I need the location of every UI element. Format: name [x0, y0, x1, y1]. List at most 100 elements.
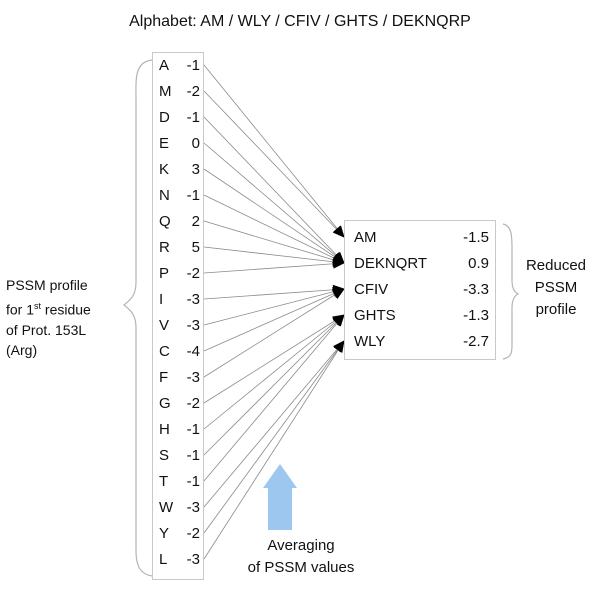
- pssm-value: -1: [186, 447, 200, 464]
- pssm-value: 5: [191, 239, 200, 256]
- mapping-arrow: [203, 340, 345, 534]
- pssm-value: -2: [186, 83, 200, 100]
- reduced-row: DEKNQRT 0.9: [345, 251, 497, 277]
- mapping-arrow: [203, 288, 345, 378]
- amino-acid-letter: I: [159, 291, 164, 308]
- averaging-caption: Averaging of PSSM values: [236, 535, 366, 579]
- pssm-row: S -1: [153, 443, 205, 469]
- alphabet-title: Alphabet: AM / WLY / CFIV / GHTS / DEKNQ…: [129, 13, 471, 30]
- pssm-row: M -2: [153, 79, 205, 105]
- group-label: GHTS: [354, 307, 396, 324]
- pssm-value: 2: [191, 213, 200, 230]
- amino-acid-letter: Q: [159, 213, 171, 230]
- mapping-arrow: [203, 340, 345, 560]
- reduced-row: WLY -2.7: [345, 329, 497, 355]
- group-label: DEKNQRT: [354, 255, 428, 272]
- pssm-row: A -1: [153, 53, 205, 79]
- pssm-profile-caption: PSSM profile for 1st residue of Prot. 15…: [6, 275, 126, 361]
- amino-acid-letter: H: [159, 421, 170, 438]
- mapping-arrow: [203, 314, 345, 482]
- pssm-value: -1: [186, 421, 200, 438]
- mapping-arrow: [203, 286, 345, 326]
- amino-acid-letter: L: [159, 551, 168, 568]
- amino-acid-letter: F: [159, 369, 169, 386]
- group-label: CFIV: [354, 281, 389, 298]
- reduced-value: -3.3: [463, 281, 489, 298]
- amino-acid-letter: D: [159, 109, 170, 126]
- connector-lines: [203, 64, 345, 560]
- pssm-value: -3: [186, 291, 200, 308]
- amino-acid-letter: E: [159, 135, 170, 152]
- mapping-arrow: [203, 194, 345, 264]
- pssm-row: F -3: [153, 365, 205, 391]
- mapping-arrow: [203, 142, 345, 264]
- caption-line: Averaging: [267, 537, 335, 554]
- amino-acid-letter: S: [159, 447, 170, 464]
- caption-line: for 1st residue: [6, 300, 91, 318]
- caption-line: of PSSM values: [247, 559, 355, 576]
- caption-line: PSSM profile: [6, 277, 88, 293]
- pssm-row: H -1: [153, 417, 205, 443]
- reduced-profile-caption: Reduced PSSM profile: [514, 255, 598, 321]
- pssm-value: -2: [186, 525, 200, 542]
- mapping-arrow: [203, 314, 345, 404]
- mapping-arrow: [203, 220, 345, 265]
- amino-acid-letter: Y: [159, 525, 170, 542]
- pssm-value: -3: [186, 369, 200, 386]
- amino-acid-letter: A: [159, 57, 170, 74]
- reduced-row: GHTS -1.3: [345, 303, 497, 329]
- mapping-arrow: [203, 314, 345, 430]
- mapping-arrow: [203, 284, 345, 300]
- amino-acid-letter: N: [159, 187, 170, 204]
- amino-acid-letter: K: [159, 161, 170, 178]
- caption-line: of Prot. 153L: [6, 321, 87, 338]
- mapping-arrow: [203, 288, 345, 352]
- pssm-value: -1: [186, 109, 200, 126]
- right-curly-brace: [502, 223, 520, 360]
- pssm-value: -4: [186, 343, 200, 360]
- caption-line: PSSM: [534, 279, 578, 296]
- caption-line: Reduced: [525, 257, 587, 274]
- reduced-value: 0.9: [468, 255, 489, 272]
- pssm-value: -3: [186, 317, 200, 334]
- pssm-row: W-3: [153, 495, 205, 521]
- reduced-row: CFIV -3.3: [345, 277, 497, 303]
- pssm-value: -1: [186, 57, 200, 74]
- reduced-value: -2.7: [463, 333, 489, 350]
- pssm-value: -1: [186, 473, 200, 490]
- pssm-row: L-3: [153, 547, 205, 573]
- mapping-arrow: [203, 246, 345, 267]
- reduced-row: AM-1.5: [345, 225, 497, 251]
- amino-acid-letter: M: [159, 83, 172, 100]
- amino-acid-letter: T: [159, 473, 169, 490]
- amino-acid-letter: P: [159, 265, 170, 282]
- mapping-arrow: [203, 90, 345, 238]
- pssm-row: V -3: [153, 313, 205, 339]
- group-label: WLY: [354, 333, 386, 350]
- mapping-arrow: [203, 168, 345, 264]
- pssm-value: -3: [186, 499, 200, 516]
- pssm-row: T -1: [153, 469, 205, 495]
- pssm-row: N-1: [153, 183, 205, 209]
- amino-acid-letter: C: [159, 343, 170, 360]
- amino-acid-letter: V: [159, 317, 170, 334]
- mapping-arrow: [203, 116, 345, 264]
- pssm-value: -2: [186, 395, 200, 412]
- pssm-row: Y -2: [153, 521, 205, 547]
- amino-acid-letter: R: [159, 239, 170, 256]
- caption-line: (Arg): [6, 342, 38, 359]
- mapping-arrow: [203, 258, 345, 274]
- pssm-value: 0: [191, 135, 200, 152]
- up-arrow-icon: [263, 464, 297, 530]
- pssm-row: P-2: [153, 261, 205, 287]
- left-curly-brace: [123, 59, 153, 577]
- mapping-arrow: [203, 314, 345, 456]
- mapping-arrow: [203, 64, 345, 238]
- reduced-value: -1.3: [463, 307, 489, 324]
